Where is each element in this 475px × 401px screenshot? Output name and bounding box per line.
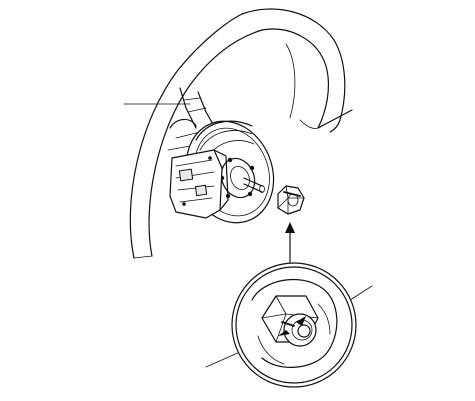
detail-view-nut-stake bbox=[231, 262, 357, 388]
detail-arrow bbox=[285, 222, 295, 263]
suspension-knuckle bbox=[167, 87, 215, 151]
brake-caliper bbox=[169, 149, 229, 219]
wheel-arch bbox=[129, 8, 353, 259]
hub-spindle-nut bbox=[277, 185, 305, 215]
